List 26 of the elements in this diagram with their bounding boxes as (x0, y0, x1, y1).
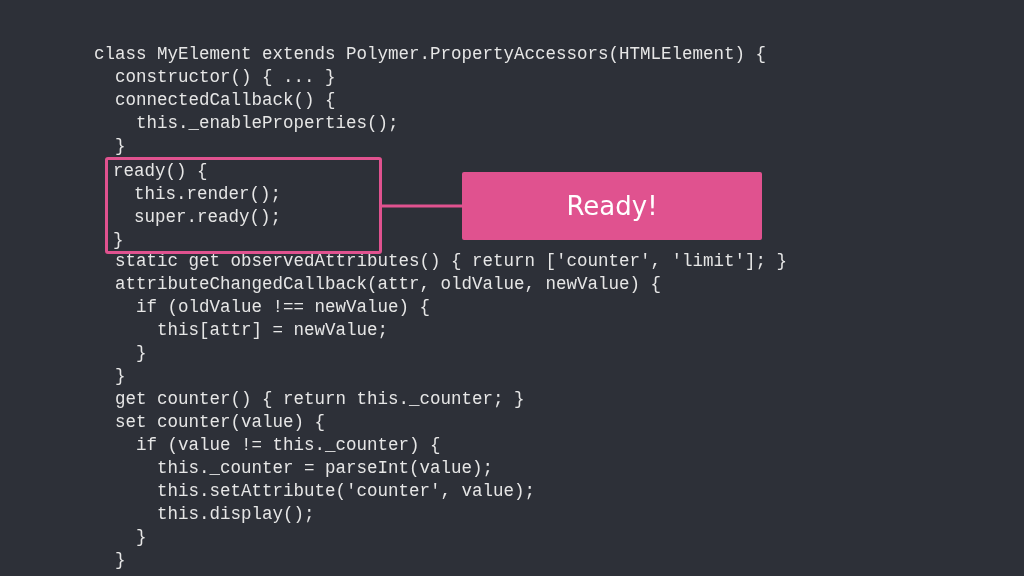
code-line: super.ready(); (134, 206, 282, 228)
code-line: } (115, 549, 126, 571)
highlight-box (105, 157, 382, 254)
code-line: connectedCallback() { (115, 89, 336, 111)
connector-line (382, 204, 462, 208)
code-line: static get observedAttributes() { return ['counter', 'limit']; } (115, 250, 788, 272)
code-line: } (115, 135, 126, 157)
code-line: if (value != this._counter) { (136, 434, 441, 456)
code-line: constructor() { ... } (115, 66, 336, 88)
code-line: this[attr] = newValue; (157, 319, 389, 341)
code-line: get counter() { return this._counter; } (115, 388, 525, 410)
code-line: this.display(); (157, 503, 315, 525)
code-line: this.setAttribute('counter', value); (157, 480, 536, 502)
code-line: this.render(); (134, 183, 282, 205)
code-line: if (oldValue !== newValue) { (136, 296, 431, 318)
callout-box: Ready! (462, 172, 762, 240)
code-line: class MyElement extends Polymer.PropertyAccessors(HTMLElement) { (94, 43, 767, 65)
code-line: ready() { (113, 160, 208, 182)
code-line: } (136, 342, 147, 364)
code-line: } (136, 526, 147, 548)
code-line: set counter(value) { (115, 411, 326, 433)
code-line: this._counter = parseInt(value); (157, 457, 494, 479)
code-line: } (113, 229, 124, 251)
code-line: this._enableProperties(); (136, 112, 399, 134)
code-line: attributeChangedCallback(attr, oldValue, newValue) { (115, 273, 662, 295)
code-line: } (115, 365, 126, 387)
